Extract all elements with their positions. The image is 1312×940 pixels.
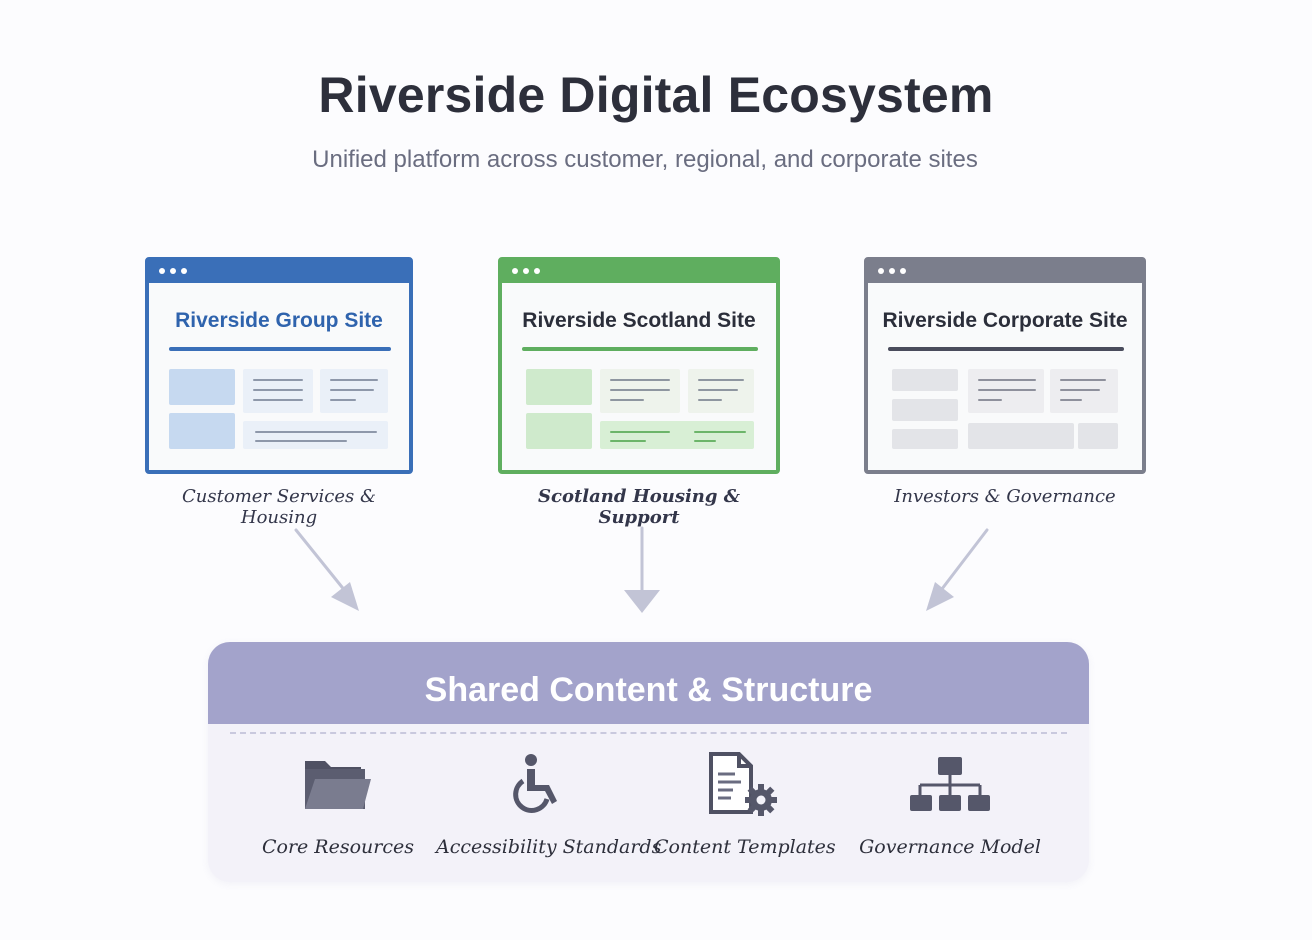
text-line — [255, 440, 347, 442]
site-title: Riverside Corporate Site — [882, 309, 1128, 332]
feature-content-templates: Content Templates — [654, 752, 836, 858]
window-dots-icon — [512, 268, 540, 274]
window-body: Riverside Scotland Site — [502, 283, 776, 470]
window-dots-icon — [159, 268, 187, 274]
window-body: Riverside Corporate Site — [868, 283, 1142, 470]
arrowhead-icon — [624, 590, 660, 613]
site-title: Riverside Group Site — [175, 309, 383, 332]
text-line — [698, 379, 744, 381]
site-caption: Scotland Housing & Support — [538, 486, 740, 528]
feature-label: Core Resources — [261, 836, 415, 858]
page-title: Riverside Digital Ecosystem — [318, 67, 994, 123]
text-line — [253, 389, 303, 391]
content-block — [169, 413, 235, 449]
feature-label: Governance Model — [859, 836, 1041, 858]
group-site-window: Riverside Group Site — [145, 257, 413, 474]
text-line — [253, 399, 303, 401]
text-line — [1060, 399, 1082, 401]
org-chart-icon — [858, 752, 1042, 818]
shared-panel-title: Shared Content & Structure — [208, 642, 1089, 724]
text-line — [610, 379, 670, 381]
site-caption: Investors & Governance — [894, 486, 1116, 507]
text-line — [698, 389, 738, 391]
text-line — [698, 399, 722, 401]
content-block — [243, 369, 313, 413]
window-body: Riverside Group Site — [149, 283, 409, 470]
site-title: Riverside Scotland Site — [522, 309, 756, 332]
content-block — [243, 421, 388, 449]
feature-core-resources: Core Resources — [248, 752, 428, 858]
shared-content-panel: Shared Content & Structure Core Resource… — [208, 642, 1089, 882]
text-line — [330, 389, 374, 391]
text-line — [694, 431, 746, 433]
text-line — [610, 440, 646, 442]
text-line — [610, 431, 670, 433]
scotland-site-window: Riverside Scotland Site — [498, 257, 780, 474]
feature-label: Content Templates — [654, 836, 836, 858]
feature-governance-model: Governance Model — [858, 752, 1042, 858]
window-titlebar — [149, 261, 409, 283]
arrowhead-icon — [331, 582, 359, 611]
content-block — [892, 399, 958, 421]
title-underline — [522, 347, 758, 351]
text-line — [330, 399, 356, 401]
page-subtitle: Unified platform across customer, region… — [312, 146, 978, 173]
folder-icon — [248, 752, 428, 818]
content-block — [892, 369, 958, 391]
content-block — [968, 423, 1074, 449]
content-block — [526, 413, 592, 449]
site-caption: Customer Services & Housing — [182, 486, 376, 528]
content-block — [526, 369, 592, 405]
feature-label: Accessibility Standards — [436, 836, 662, 858]
text-line — [1060, 379, 1106, 381]
text-line — [978, 389, 1036, 391]
text-line — [610, 389, 670, 391]
content-block — [688, 369, 754, 413]
window-titlebar — [502, 261, 776, 283]
content-block — [892, 429, 958, 449]
title-underline — [888, 347, 1124, 351]
text-line — [978, 399, 1002, 401]
content-block — [600, 369, 680, 413]
window-dots-icon — [878, 268, 906, 274]
title-underline — [169, 347, 391, 351]
document-gear-icon — [654, 752, 832, 818]
arrowhead-icon — [926, 582, 954, 611]
dashed-divider — [230, 732, 1067, 734]
text-line — [253, 379, 303, 381]
corporate-site-window: Riverside Corporate Site — [864, 257, 1146, 474]
content-block — [968, 369, 1044, 413]
content-block — [1050, 369, 1118, 413]
text-line — [1060, 389, 1100, 391]
feature-accessibility-standards: Accessibility Standards — [436, 752, 662, 858]
text-line — [330, 379, 378, 381]
content-block — [320, 369, 388, 413]
content-block — [600, 421, 754, 449]
text-line — [610, 399, 644, 401]
text-line — [255, 431, 377, 433]
text-line — [694, 440, 716, 442]
content-block — [169, 369, 235, 405]
content-block — [1078, 423, 1118, 449]
text-line — [978, 379, 1036, 381]
wheelchair-icon — [436, 752, 646, 818]
window-titlebar — [868, 261, 1142, 283]
